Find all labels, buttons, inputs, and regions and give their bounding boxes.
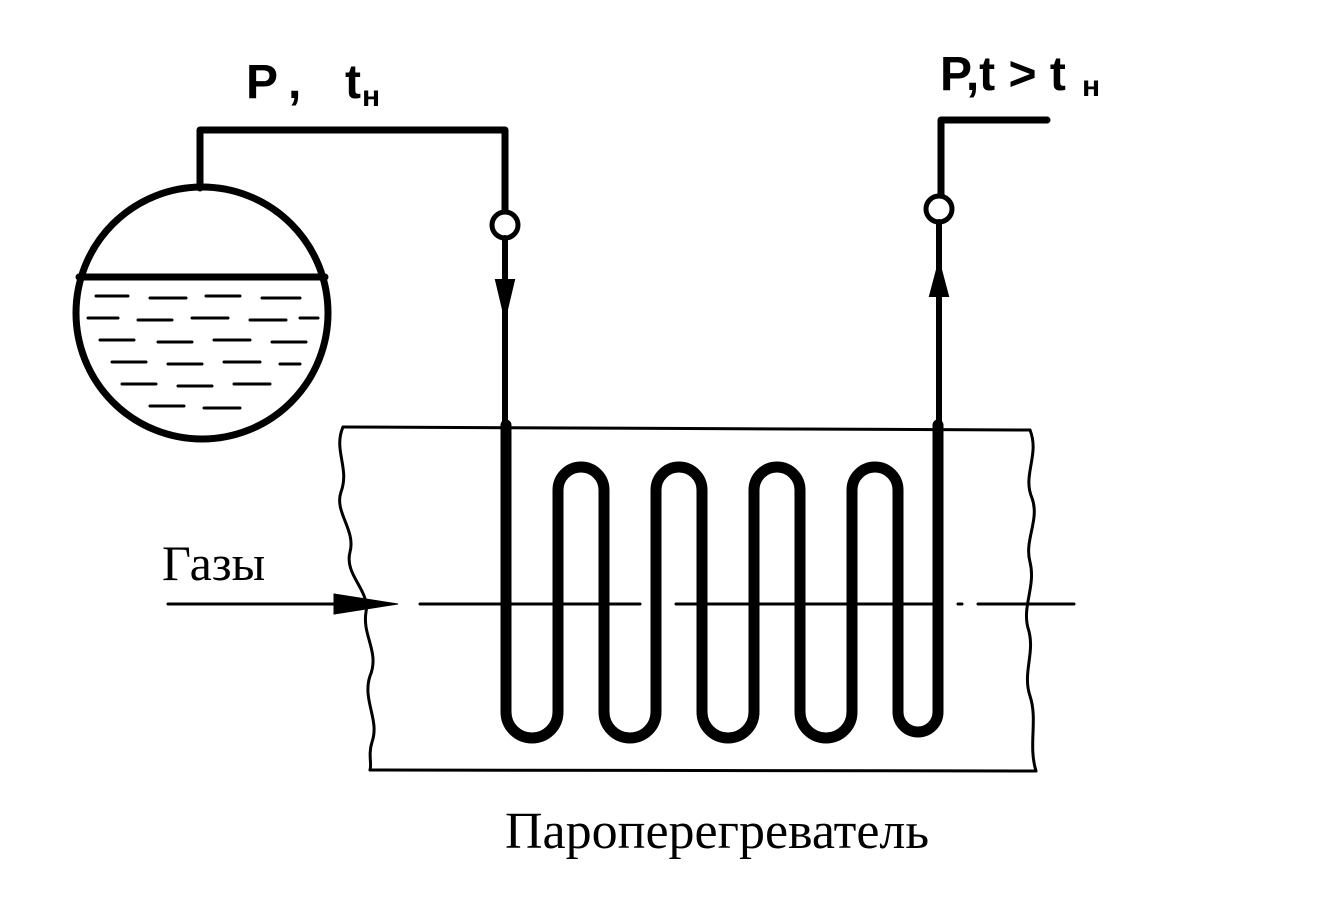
outlet-pipe-line bbox=[937, 116, 1051, 200]
drum-shell bbox=[72, 183, 332, 443]
inlet-pressure-label: P bbox=[246, 56, 278, 109]
outlet-temperature-subscript: н bbox=[1082, 70, 1100, 103]
inlet-pipe-line bbox=[196, 126, 509, 216]
superheater-caption: Пароперегреватель bbox=[505, 803, 929, 860]
outlet-flow-arrow bbox=[928, 258, 950, 297]
duct-bottom-wall bbox=[368, 768, 1038, 773]
superheater-coil bbox=[500, 419, 944, 744]
inlet-temperature-label: t bbox=[345, 56, 361, 109]
water-dashes bbox=[86, 294, 320, 410]
inlet-temperature-subscript: н bbox=[362, 80, 380, 113]
duct-top-wall bbox=[341, 425, 1032, 432]
gas-arrow-head bbox=[333, 593, 399, 615]
inlet-flow-arrow bbox=[494, 279, 516, 319]
outlet-measure-point bbox=[923, 193, 955, 225]
duct-left-break bbox=[338, 425, 376, 772]
inlet-separator: , bbox=[288, 56, 301, 109]
inlet-pipe bbox=[196, 126, 521, 428]
inlet-label: P , t н bbox=[246, 56, 380, 113]
duct-right-break bbox=[1025, 428, 1038, 773]
boiler-drum bbox=[72, 183, 332, 443]
outlet-label: P,t > t н bbox=[940, 48, 1100, 103]
outlet-pipe bbox=[923, 116, 1051, 428]
outlet-state-label: P,t > t bbox=[940, 48, 1066, 101]
gases-label: Газы bbox=[162, 535, 265, 591]
inlet-measure-point bbox=[489, 209, 521, 241]
gas-inlet-arrow bbox=[166, 593, 399, 615]
gas-duct bbox=[338, 425, 1038, 773]
